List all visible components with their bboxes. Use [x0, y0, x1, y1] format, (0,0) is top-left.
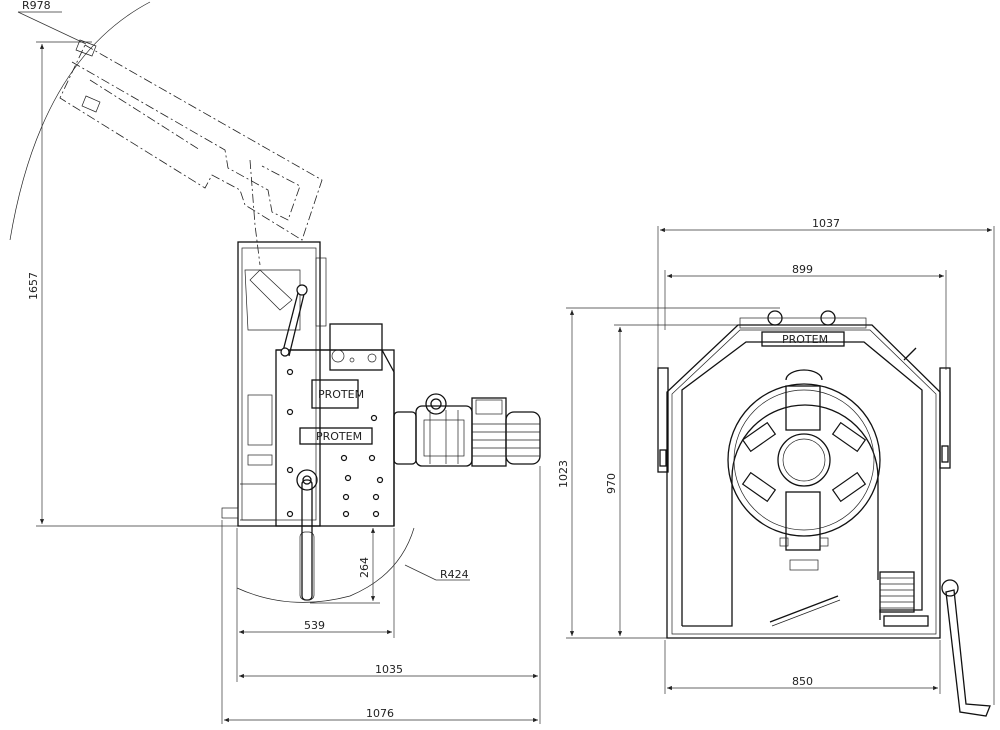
r978-leader	[17, 11, 87, 45]
width-1037-label: 1037	[812, 217, 840, 230]
height-1657-label: 1657	[27, 272, 40, 300]
front-view: 1037 899 1023 970 850 PROTEM	[557, 217, 995, 717]
vent-grille	[879, 571, 929, 627]
tool-wrench	[769, 595, 839, 623]
machine-front-body: PROTEM	[657, 310, 951, 639]
motor-assembly	[393, 393, 541, 467]
r978-label: R978	[22, 0, 51, 12]
width-899-label: 899	[792, 263, 813, 276]
svg-text:PROTEM: PROTEM	[318, 388, 364, 401]
svg-text:PROTEM: PROTEM	[782, 333, 828, 346]
rotating-chuck	[727, 369, 881, 571]
width-850-label: 850	[792, 675, 813, 688]
height-970-label: 970	[605, 473, 618, 494]
r424-leader	[404, 564, 437, 581]
crank-handle	[296, 469, 318, 601]
depth-1035-label: 1035	[375, 663, 403, 676]
offset-264-label: 264	[358, 557, 371, 578]
machine-side-body: PROTEM PROTEM	[221, 241, 395, 527]
svg-text:PROTEM: PROTEM	[316, 430, 362, 443]
swing-radius-arc	[9, 1, 151, 241]
side-view: R978 1657	[9, 0, 541, 724]
r424-label: R424	[440, 568, 469, 581]
width-539-label: 539	[304, 619, 325, 632]
height-1023-label: 1023	[557, 460, 570, 488]
handle-radius-arc	[236, 527, 415, 603]
depth-1076-label: 1076	[366, 707, 394, 720]
operating-lever	[941, 579, 991, 717]
hopper-raised-position	[59, 39, 323, 266]
